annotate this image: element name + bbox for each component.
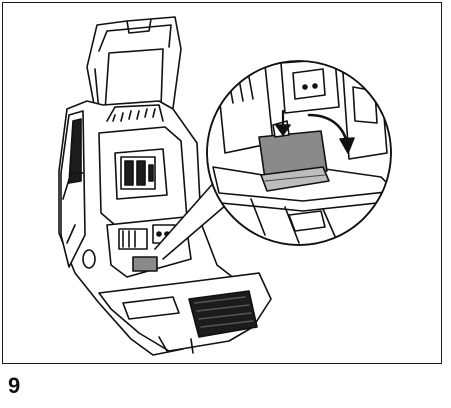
push-down-arrow-icon: [275, 109, 291, 136]
side-panel: [60, 110, 96, 269]
figure-frame: [2, 2, 442, 364]
figure-number: 9: [8, 373, 21, 398]
detail-callout: [206, 60, 392, 246]
illustration: [58, 16, 392, 356]
rotate-arrow-icon: [307, 113, 355, 154]
bottom-door: [98, 272, 272, 354]
